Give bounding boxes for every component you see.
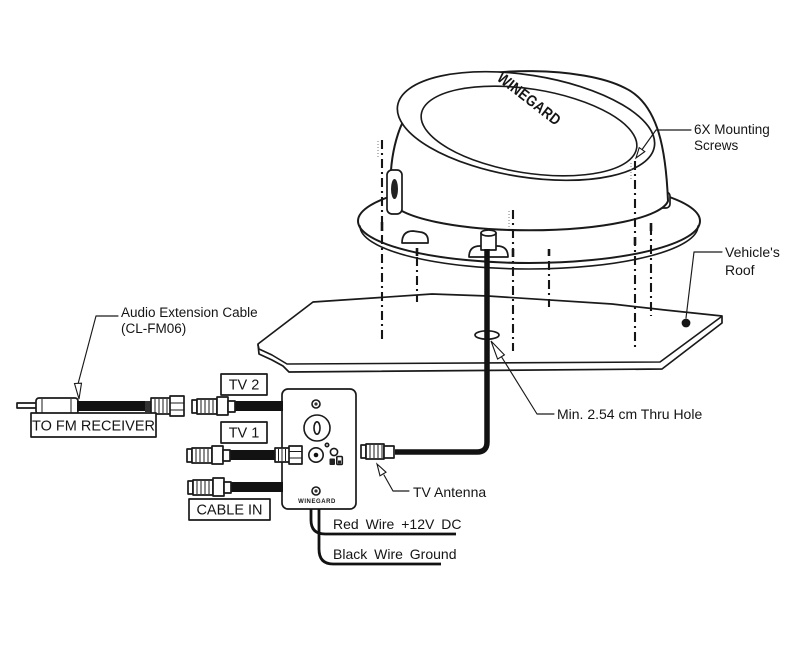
plate-switch-icon-off (335, 455, 344, 466)
fm-plug-pin (16, 402, 38, 409)
antcon-barrel (365, 443, 385, 460)
screws-label-line2: Screws (694, 138, 739, 153)
roof-surface-near-edge (257, 316, 722, 365)
plate-screw-top-center (314, 402, 318, 406)
screws-arrowhead (634, 146, 646, 160)
black-wire (317, 509, 441, 566)
plate-switch-icon-off-fill (338, 460, 341, 464)
tv2-label: TV 2 (229, 378, 260, 394)
dome-top-inner-rim (420, 85, 638, 177)
audio-cable-leader (77, 315, 119, 385)
plate-screw-bottom (311, 486, 321, 496)
cablein-jacket (230, 482, 283, 492)
fm-connector-collar (145, 401, 152, 412)
cablein-connector-barrel (192, 479, 214, 496)
tv1-connector-nut (211, 445, 224, 465)
dome-lock-slot (391, 179, 398, 199)
audio-cable-arrowhead (73, 382, 83, 400)
plate-12v-slot (313, 420, 321, 435)
plate-coax-pin (313, 452, 319, 458)
screws-label-line1: 6X Mounting (694, 122, 770, 137)
cable-in-cable (187, 477, 283, 497)
cable-in-label-box (188, 498, 271, 521)
roof-label-line2: Roof (725, 262, 755, 278)
port-label-boxes: TV 2 TV 1 CABLE IN TO FM RECEIVER (30, 373, 271, 521)
antenna-dome: WINEGARD (386, 69, 669, 258)
plate-indicator-dot (324, 442, 330, 448)
cablein-connector-ridges (196, 481, 210, 494)
fm-receiver-label: TO FM RECEIVER (32, 419, 155, 435)
tv1-connector-collar (222, 449, 231, 462)
audio-cable-label-line2: (CL-FM06) (121, 321, 186, 336)
tv1-plate-nut-facets (289, 451, 302, 459)
cablein-connector-collar (223, 481, 232, 494)
tv2-connector-nut (216, 396, 229, 416)
tv1-label-box (220, 421, 268, 444)
fm-connector-nut-facets (170, 402, 184, 411)
tv2-cable (191, 396, 283, 416)
vehicle-roof (257, 293, 723, 373)
tv2-connector-ridges (200, 400, 214, 413)
antenna-coax-cable (395, 249, 490, 455)
mounting-screw-lines (380, 140, 653, 351)
cable-in-label: CABLE IN (196, 503, 262, 519)
plate-screw-bottom-center (314, 489, 318, 493)
tv-antenna-leader (383, 474, 410, 492)
fm-extension-cable (16, 395, 185, 417)
plate-coax-jack (307, 446, 324, 463)
roof-leader (685, 251, 723, 319)
dome-top-rim (396, 70, 656, 182)
tv2-cable-jacket (234, 401, 283, 411)
fm-plug-lines (41, 399, 72, 413)
tv1-plate-ridges (278, 449, 286, 461)
tv1-label: TV 1 (229, 426, 260, 442)
flange-thickness-edge (359, 225, 699, 270)
red-wire (309, 509, 456, 536)
tv2-connector-barrel (196, 398, 218, 415)
tv1-plate-nut (288, 445, 303, 465)
tv-antenna-label: TV Antenna (413, 484, 486, 500)
fm-connector-ridges (154, 399, 168, 413)
plate-12v-socket (303, 414, 331, 442)
tv1-cable-jacket (229, 450, 278, 460)
power-wires: Red Wire +12V DC Black Wire Ground (309, 509, 461, 566)
audio-cable-label-line1: Audio Extension Cable (121, 305, 258, 320)
tv2-label-box (220, 373, 268, 396)
flange-left-tab (401, 230, 429, 244)
roof-label-line1: Vehicle's (725, 244, 780, 260)
fm-receiver-label-box (30, 412, 157, 438)
thru-hole-leader (500, 355, 555, 415)
tv1-connector-barrel (191, 447, 213, 464)
fm-connector-nut (169, 395, 185, 417)
wall-plate-brand: WINEGARD (298, 499, 336, 505)
fm-cable-jacket (77, 401, 146, 411)
black-wire-label: Black Wire Ground (333, 546, 456, 562)
tv1-cable (186, 445, 303, 465)
tv-antenna-arrowhead (376, 462, 387, 477)
screws-leader (640, 129, 692, 152)
red-wire-label: Red Wire +12V DC (333, 516, 461, 532)
plate-switch-icon-on (329, 458, 335, 465)
thru-hole-arrowhead (490, 340, 506, 360)
tv1-connector-ridges (195, 449, 209, 462)
antcon-back (383, 445, 395, 459)
roof-pointer-dot (681, 318, 691, 328)
thru-hole-label: Min. 2.54 cm Thru Hole (557, 406, 702, 422)
plate-screw-top (311, 399, 321, 409)
tv2-connector-collar (227, 400, 236, 413)
tv-antenna-connector (360, 443, 395, 460)
antcon-ridges (369, 445, 383, 458)
fm-connector-barrel (150, 397, 172, 415)
cablein-connector-nut (212, 477, 225, 497)
plate-power-led (329, 447, 339, 457)
cable-connector-top (480, 229, 497, 237)
callouts: 6X Mounting Screws Vehicle's Roof Min. 2… (73, 122, 780, 500)
